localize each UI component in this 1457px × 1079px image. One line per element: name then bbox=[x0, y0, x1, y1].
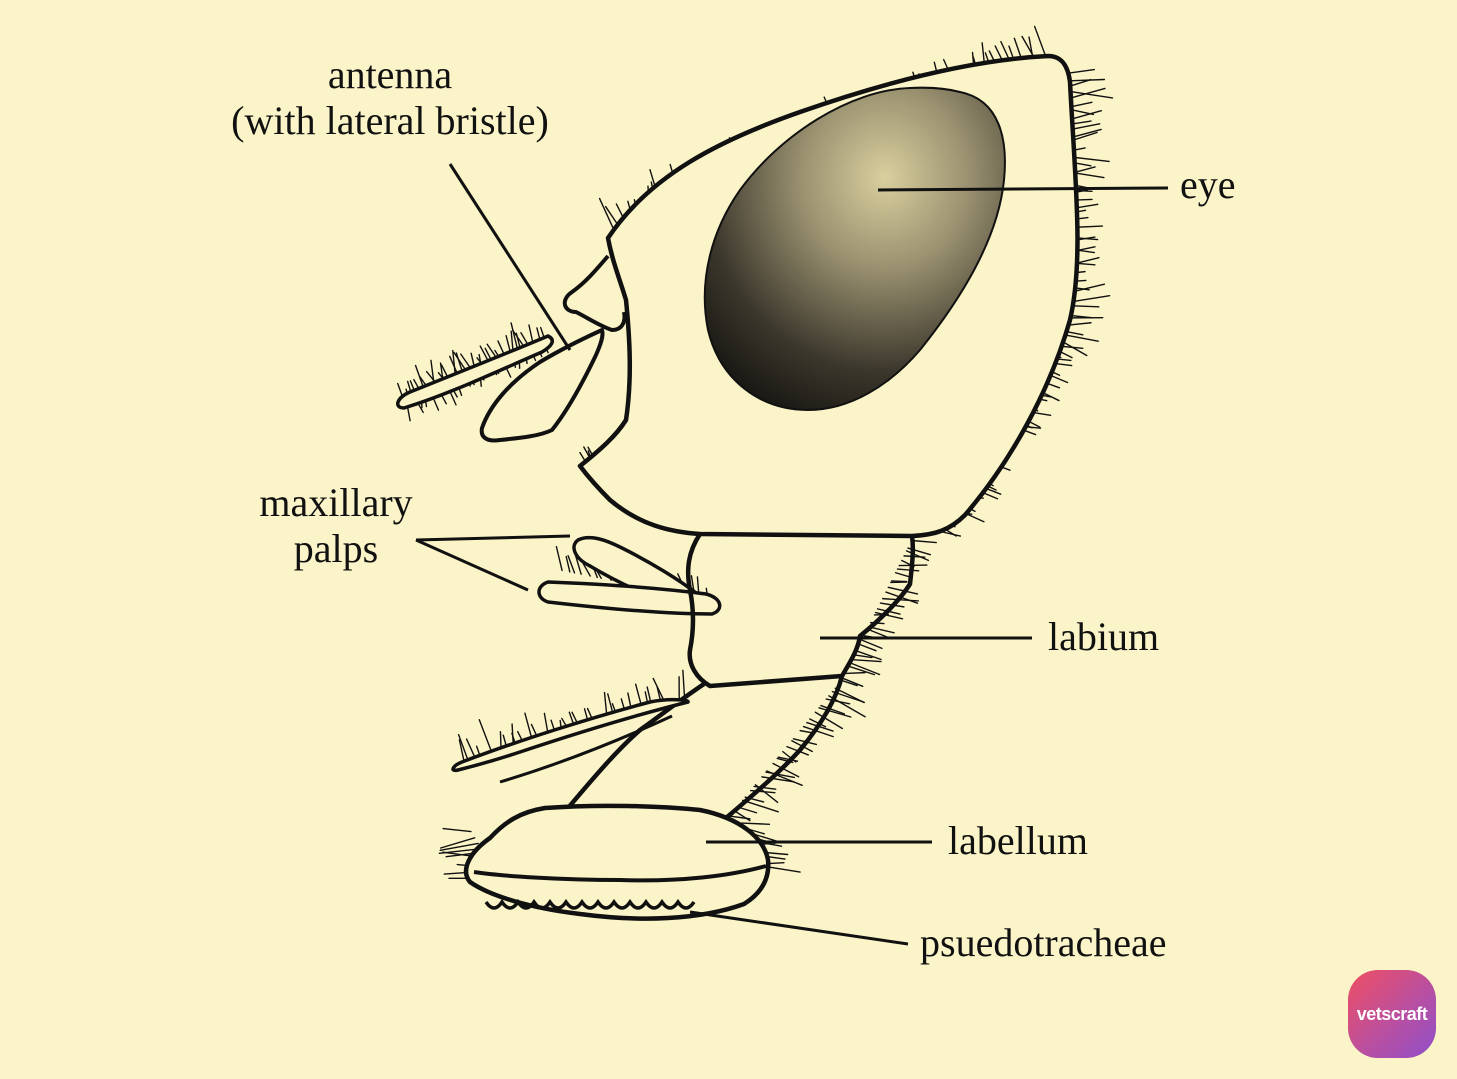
label-maxillary-palps: maxillary palps bbox=[236, 480, 436, 572]
bristle-hair bbox=[866, 628, 889, 639]
bristle-hair bbox=[859, 643, 877, 652]
label-labium: labium bbox=[1048, 614, 1160, 659]
bristle-hair bbox=[1069, 79, 1092, 87]
compound-eye bbox=[703, 86, 1006, 412]
bristle-hair bbox=[741, 799, 779, 813]
leader-maxillary-lower bbox=[415, 538, 529, 592]
labellum-outline bbox=[463, 803, 771, 921]
bristle-hair bbox=[911, 539, 937, 544]
bristle-hair bbox=[1069, 68, 1096, 74]
leader-maxillary-upper bbox=[415, 534, 571, 542]
bristle-hair bbox=[761, 776, 795, 783]
bristle-hair bbox=[772, 762, 800, 778]
bristle-hair bbox=[440, 837, 476, 849]
bristle-hair bbox=[818, 707, 852, 718]
bristle-hair bbox=[820, 704, 846, 715]
bristle-hair bbox=[728, 815, 751, 820]
bristle-hair bbox=[741, 822, 771, 825]
bristle-hair bbox=[896, 568, 920, 572]
bristle-hair bbox=[555, 545, 563, 572]
leader-lines bbox=[415, 163, 1169, 946]
bristle-hair bbox=[851, 658, 882, 663]
bristle-hair bbox=[802, 725, 834, 738]
bristle-hair bbox=[1062, 333, 1099, 342]
leader-eye bbox=[877, 186, 1169, 192]
bristle-hair bbox=[861, 639, 883, 650]
labium-outline bbox=[685, 532, 916, 689]
bristle-hair bbox=[767, 866, 801, 873]
labial-palp bbox=[451, 697, 690, 773]
label-maxillary-line2: palps bbox=[293, 526, 379, 571]
bristle-hair bbox=[840, 679, 858, 687]
antenna-bristle bbox=[396, 334, 554, 410]
antenna-base bbox=[562, 254, 627, 332]
pseudotracheae-scallops bbox=[484, 898, 696, 910]
bristle-hair bbox=[753, 785, 777, 790]
bristle-hair bbox=[439, 842, 479, 851]
bristle-hair bbox=[1033, 25, 1048, 60]
bristle-hair bbox=[874, 611, 904, 620]
maxillary-palp-lower bbox=[537, 580, 722, 616]
label-maxillary-line1: maxillary bbox=[259, 480, 413, 525]
leader-pseudotracheae bbox=[689, 910, 909, 946]
label-antenna-line1: antenna bbox=[327, 52, 453, 97]
bristle-hair bbox=[582, 562, 591, 577]
bristle-hair bbox=[849, 662, 881, 676]
labellum-fold bbox=[473, 864, 767, 883]
label-antenna: antenna (with lateral bristle) bbox=[190, 52, 590, 144]
antenna-flagellum bbox=[479, 328, 605, 443]
bristle-hair bbox=[844, 671, 866, 675]
labial-palp-inner bbox=[499, 714, 673, 784]
label-pseudotracheae: psuedotracheae bbox=[920, 920, 1167, 965]
bristle-hair bbox=[855, 650, 882, 661]
bristle-hair bbox=[598, 197, 616, 232]
label-labellum: labellum bbox=[948, 818, 1088, 863]
label-eye: eye bbox=[1180, 162, 1236, 207]
bristle-hair bbox=[842, 677, 864, 688]
bristle-hair bbox=[574, 554, 582, 575]
bristle-hair bbox=[565, 555, 571, 573]
bristle-hair bbox=[765, 771, 796, 779]
bristle-hair bbox=[848, 665, 876, 676]
bristle-hair bbox=[567, 554, 576, 574]
bristle-hair bbox=[1068, 90, 1114, 99]
leader-antenna bbox=[448, 163, 572, 351]
bristle-hair bbox=[905, 550, 930, 562]
bristle-hair bbox=[442, 827, 472, 833]
bristle-hair bbox=[1068, 87, 1106, 100]
bristle-hair bbox=[853, 654, 873, 659]
label-antenna-line2: (with lateral bristle) bbox=[231, 98, 549, 143]
bristle-hair bbox=[1068, 109, 1103, 121]
bristle-hair bbox=[777, 756, 799, 762]
bristle-hair bbox=[825, 698, 851, 705]
vetscraft-logo: vetscraft bbox=[1348, 970, 1436, 1058]
bristle-hair bbox=[814, 711, 844, 730]
